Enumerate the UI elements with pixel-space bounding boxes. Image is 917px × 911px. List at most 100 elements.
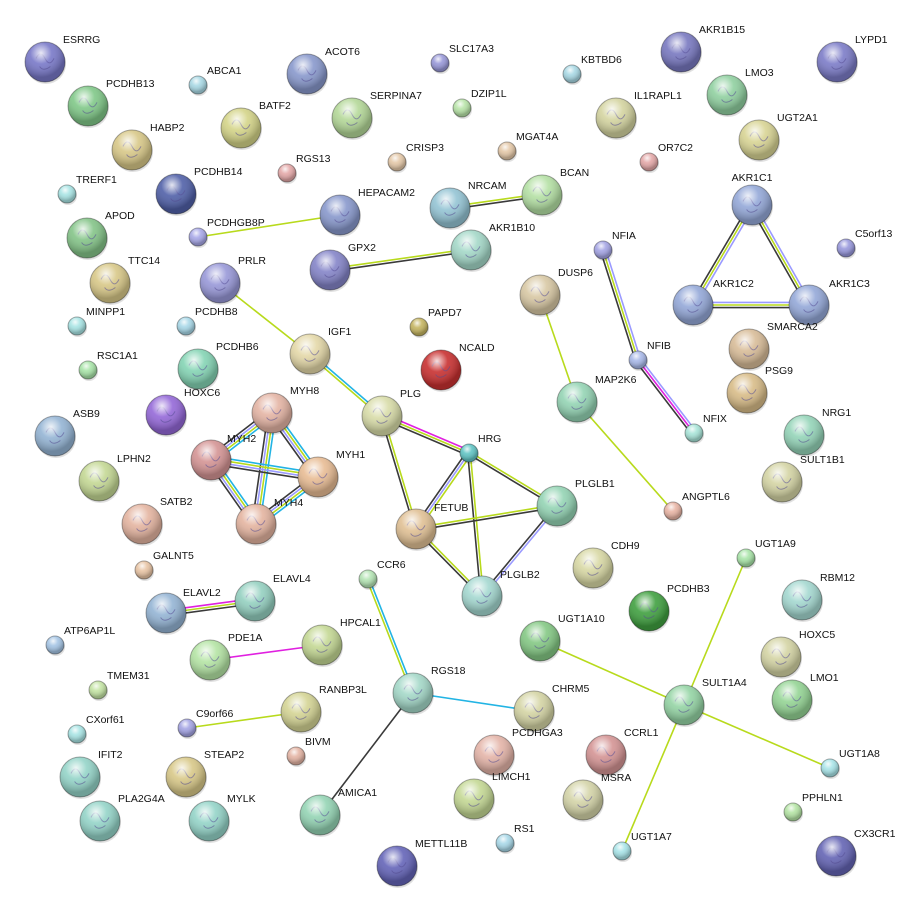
node-esrrg[interactable]: ESRRG	[24, 34, 100, 84]
node-asb9[interactable]: ASB9	[34, 408, 100, 458]
edge-UGT1A9-SULT1A4[interactable]	[683, 557, 747, 706]
node-lphn2[interactable]: LPHN2	[78, 453, 151, 503]
edge-CCR6-RGS18[interactable]	[366, 578, 415, 694]
node-lmo3[interactable]: LMO3	[706, 67, 774, 117]
node-mettl11b[interactable]: METTL11B	[376, 838, 467, 888]
node-fetub[interactable]: FETUB	[395, 502, 468, 551]
node-akr1c3[interactable]: AKR1C3	[788, 278, 870, 327]
node-tmem31[interactable]: TMEM31	[88, 670, 150, 701]
node-satb2[interactable]: SATB2	[121, 496, 193, 546]
node-ccr6[interactable]: CCR6	[358, 559, 406, 590]
node-trerf1[interactable]: TRERF1	[57, 174, 117, 205]
node-myh2[interactable]: MYH2	[190, 433, 256, 482]
node-pcdhb3[interactable]: PCDHB3	[628, 583, 710, 633]
node-nrg1[interactable]: NRG1	[783, 407, 851, 457]
node-hepacam2[interactable]: HEPACAM2	[319, 187, 415, 237]
edge-SULT1A4-UGT1A7[interactable]	[621, 704, 685, 852]
node-il1rapl1[interactable]: IL1RAPL1	[595, 90, 682, 140]
node-dusp6[interactable]: DUSP6	[519, 267, 593, 317]
node-ugt2a1[interactable]: UGT2A1	[738, 112, 818, 162]
node-steap2[interactable]: STEAP2	[165, 749, 244, 799]
node-dzip1l[interactable]: DZIP1L	[452, 88, 507, 119]
node-pcdhb14[interactable]: PCDHB14	[155, 166, 243, 216]
node-or7c2[interactable]: OR7C2	[639, 142, 693, 173]
node-ttc14[interactable]: TTC14	[89, 255, 160, 305]
node-msra[interactable]: MSRA	[562, 772, 631, 822]
node-chrm5[interactable]: CHRM5	[513, 683, 589, 733]
node-pcdhb6[interactable]: PCDHB6	[177, 341, 259, 391]
node-galnt5[interactable]: GALNT5	[134, 550, 194, 581]
node-smarca2[interactable]: SMARCA2	[728, 321, 818, 371]
node-atp6ap1l[interactable]: ATP6AP1L	[45, 625, 115, 656]
node-abca1[interactable]: ABCA1	[188, 65, 242, 96]
edge-GPX2-AKR1B10[interactable]	[329, 247, 472, 273]
node-elavl4[interactable]: ELAVL4	[234, 573, 311, 623]
node-crisp3[interactable]: CRISP3	[387, 142, 444, 173]
node-bivm[interactable]: BIVM	[286, 736, 331, 767]
node-nrcam[interactable]: NRCAM	[429, 180, 507, 230]
node-acot6[interactable]: ACOT6	[286, 46, 360, 96]
node-myh4[interactable]: MYH4	[235, 497, 303, 546]
node-ifit2[interactable]: IFIT2	[59, 749, 123, 799]
node-elavl2[interactable]: ELAVL2	[145, 587, 221, 635]
node-akr1b15[interactable]: AKR1B15	[660, 24, 745, 74]
node-rgs13[interactable]: RGS13	[277, 153, 331, 184]
node-ugt1a9[interactable]: UGT1A9	[736, 538, 796, 569]
edge-NFIA-NFIB[interactable]	[599, 248, 642, 362]
node-hpcal1[interactable]: HPCAL1	[301, 617, 381, 667]
node-ncald[interactable]: NCALD	[420, 342, 495, 392]
node-ugt1a10[interactable]: UGT1A10	[519, 613, 605, 663]
node-gpx2[interactable]: GPX2	[309, 242, 376, 292]
node-plg[interactable]: PLG	[361, 388, 421, 438]
node-habp2[interactable]: HABP2	[111, 122, 185, 172]
node-myh1[interactable]: MYH1	[297, 449, 365, 499]
node-pcdhgb8p[interactable]: PCDHGB8P	[188, 217, 265, 248]
node-ccrl1[interactable]: CCRL1	[585, 727, 659, 777]
node-ugt1a8[interactable]: UGT1A8	[820, 748, 880, 779]
edge-HRG-PLGLB2[interactable]	[466, 452, 485, 597]
edge-MAP2K6-ANGPTL6[interactable]	[576, 401, 674, 512]
node-rbm12[interactable]: RBM12	[781, 572, 855, 622]
node-nfib[interactable]: NFIB	[628, 340, 671, 371]
node-ugt1a7[interactable]: UGT1A7	[612, 831, 672, 862]
node-pcdhga3[interactable]: PCDHGA3	[473, 727, 563, 777]
edge-NFIB-NFIX[interactable]	[635, 357, 697, 436]
node-cdh9[interactable]: CDH9	[572, 540, 640, 590]
node-ranbp3l[interactable]: RANBP3L	[280, 684, 367, 734]
node-apod[interactable]: APOD	[66, 210, 135, 260]
node-pla2g4a[interactable]: PLA2G4A	[79, 793, 165, 843]
node-slc17a3[interactable]: SLC17A3	[430, 43, 494, 74]
node-hoxc5[interactable]: HOXC5	[760, 629, 835, 679]
node-rgs18[interactable]: RGS18	[392, 665, 466, 715]
node-akr1b10[interactable]: AKR1B10	[450, 222, 535, 272]
node-rs1[interactable]: RS1	[495, 823, 535, 854]
node-papd7[interactable]: PAPD7	[409, 307, 462, 338]
node-rsc1a1[interactable]: RSC1A1	[78, 350, 138, 381]
edge-FETUB-PLGLB1[interactable]	[415, 503, 558, 532]
node-prlr[interactable]: PRLR	[199, 255, 266, 305]
node-cx3cr1[interactable]: CX3CR1	[815, 828, 896, 878]
node-serpina7[interactable]: SERPINA7	[331, 90, 422, 140]
node-c5orf13[interactable]: C5orf13	[836, 228, 893, 259]
node-minpp1[interactable]: MINPP1	[67, 306, 125, 337]
node-c9orf66[interactable]: C9orf66	[177, 708, 234, 739]
node-plglb1[interactable]: PLGLB1	[536, 478, 615, 528]
node-cxorf61[interactable]: CXorf61	[67, 714, 125, 745]
node-nfix[interactable]: NFIX	[684, 413, 727, 444]
node-mgat4a[interactable]: MGAT4A	[497, 131, 558, 162]
node-lypd1[interactable]: LYPD1	[816, 34, 888, 84]
node-kbtbd6[interactable]: KBTBD6	[562, 54, 622, 85]
node-myh8[interactable]: MYH8	[251, 385, 319, 435]
node-limch1[interactable]: LIMCH1	[453, 771, 531, 821]
edge-PCDHGB8P-HEPACAM2[interactable]	[197, 214, 341, 238]
node-mylk[interactable]: MYLK	[188, 793, 256, 843]
node-plglb2[interactable]: PLGLB2	[461, 569, 540, 618]
node-hrg[interactable]: HRG	[459, 433, 501, 464]
node-pde1a[interactable]: PDE1A	[189, 632, 262, 682]
edge-SULT1A4-UGT1A8[interactable]	[683, 704, 831, 769]
node-amica1[interactable]: AMICA1	[299, 787, 377, 837]
node-batf2[interactable]: BATF2	[220, 100, 291, 150]
node-sult1a4[interactable]: SULT1A4	[663, 677, 747, 727]
node-nfia[interactable]: NFIA	[593, 230, 636, 261]
node-pphln1[interactable]: PPHLN1	[783, 792, 843, 823]
